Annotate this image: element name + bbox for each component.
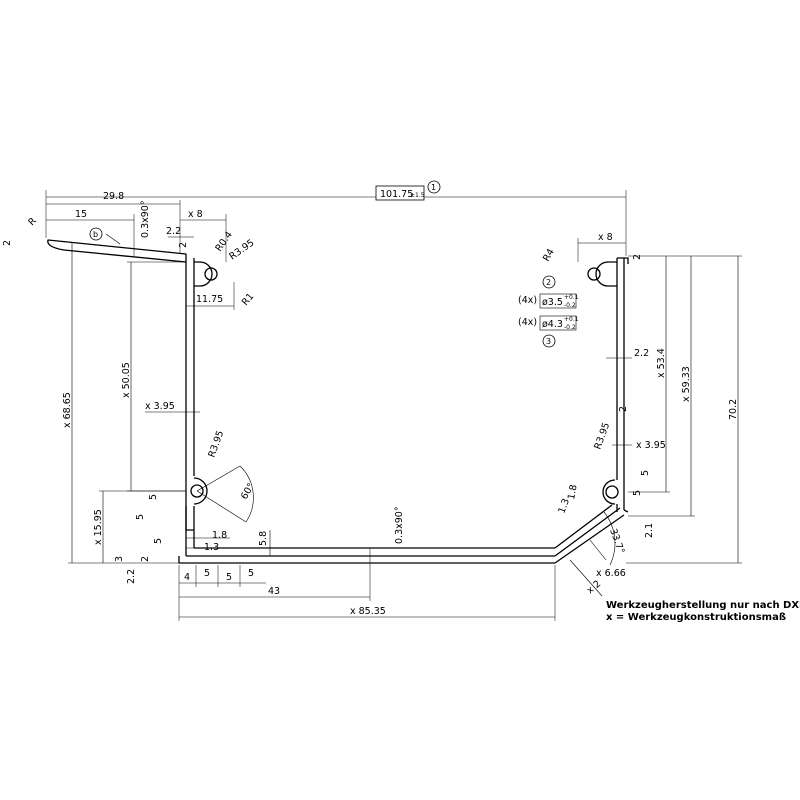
dim-r3-95-right: R3.95 [592,421,612,451]
dim-43: 43 [268,586,280,597]
dim-x59-33: x 59.33 [681,366,692,402]
dim-r-small: R [26,215,39,228]
dim-x6-66: x 6.66 [596,568,626,579]
hole3-tol-down: -0.2 [564,324,576,331]
hole3-dia: ø4.3 [542,319,563,330]
dim-5-bottom-1: 5 [204,568,210,579]
hole3-count: (4x) [518,317,537,328]
dim-x8-right: x 8 [598,232,613,243]
hole2-tol-down: -0.2 [564,302,576,309]
dim-5-c: 5 [153,538,164,544]
dim-x68-65: x 68.65 [62,392,73,428]
dim-x53-4: x 53.4 [656,348,667,378]
dim-1-3-left: 1.3 [204,542,219,553]
hole2-dia: ø3.5 [542,297,563,308]
dim-5-right2: 5 [632,490,643,496]
dim-r3-95-top: R3.95 [227,238,256,263]
dim-x3-95-right: x 3.95 [636,440,666,451]
callout-b: b [93,230,98,239]
dim-3: 3 [114,556,125,562]
dim-1-8-right: 1.8 [566,484,579,501]
dim-angle-60: 60° [239,481,257,501]
dim-5-a: 5 [148,494,159,500]
dim-2-right-top: 2 [632,254,643,260]
dim-2-2-bottom-left: 2.2 [126,569,137,584]
dim-chamfer-bottom: 0.3x90° [394,506,405,544]
dim-r1: R1 [240,291,257,308]
dim-x50-05: x 50.05 [121,362,132,398]
dim-4: 4 [184,572,190,583]
dim-5-b: 5 [135,514,146,520]
dim-x85-35: x 85.35 [350,606,386,617]
dim-2-bottom-left: 2 [140,556,151,562]
dim-11-75: 11.75 [196,294,223,305]
hole2-count: (4x) [518,295,537,306]
dim-5-bottom-3: 5 [248,568,254,579]
dim-5-right: 5 [640,470,651,476]
dim-2-1: 2.1 [644,523,655,538]
hole3-tol-up: +0.1 [564,316,579,323]
callout-2: 2 [546,278,551,287]
drawing-notes: Werkzeugherstellung nur nach DXF-File x … [606,600,800,623]
dim-1-3-right: 1.3 [556,497,572,515]
overall-width-label: 101.75 [380,189,413,200]
dim-1-8-left: 1.8 [212,530,227,541]
callout-3: 3 [546,337,551,346]
dim-chamfer-top: 0.3x90° [140,200,151,238]
dim-33-7: 33.7° [607,527,626,555]
dim-70-2: 70.2 [728,399,739,420]
dim-15: 15 [75,209,87,220]
overall-width-tol: ±1.5 [410,192,425,199]
dim-5-8: 5.8 [258,531,269,546]
note-tool-dim: x = Werkzeugkonstruktionsmaß [606,612,786,623]
dimension-labels: 101.75 ±1.5 1 29.8 15 0.3x90° x 8 R 2 b … [2,180,739,617]
dim-lip-2: 2 [2,240,13,246]
dim-5-bottom-2: 5 [226,572,232,583]
dim-x3-95-left: x 3.95 [145,401,175,412]
dim-2-2-left-top: 2.2 [166,226,181,237]
dim-2-2-right: 2.2 [634,348,649,359]
note-dxf: Werkzeugherstellung nur nach DXF-File [606,600,800,611]
callout-1: 1 [431,183,436,192]
dim-x2: x 2 [585,578,603,596]
dim-r4: R4 [541,247,557,263]
dim-2-right-mid: 2 [618,406,629,412]
dim-29-8: 29.8 [103,191,124,202]
dim-x15-95: x 15.95 [93,509,104,545]
profile-outline [47,239,629,564]
dimension-lines [45,190,742,621]
dim-r3-95-left: R3.95 [206,429,226,459]
dim-2-left-top: 2 [178,242,189,248]
dim-x8-left: x 8 [188,209,203,220]
hole2-tol-up: +0.1 [564,294,579,301]
